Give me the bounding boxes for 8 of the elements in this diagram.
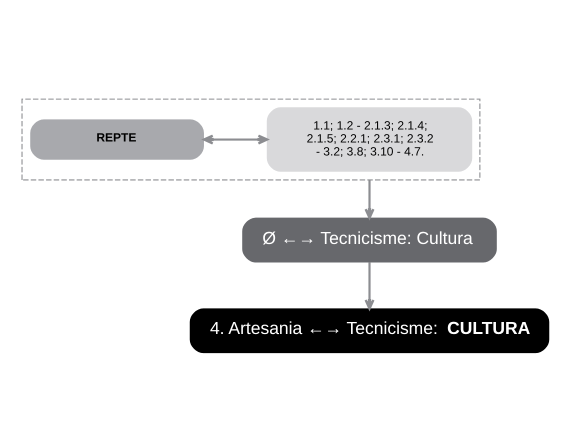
arrow	[364, 262, 375, 310]
node-box: 1.1; 1.2 - 2.1.3; 2.1.4; 2.1.5; 2.2.1; 2.3.1; 2.3.2 - 3.2; 3.8; 3.10 - 4.7.	[266, 107, 472, 172]
cluster	[21, 98, 480, 181]
node-box: REPTE	[30, 119, 204, 160]
arrow	[202, 134, 268, 145]
arrow	[364, 180, 375, 220]
node-box: Ø ←→ Tecnicisme: Cultura	[242, 218, 497, 262]
node-box: 4. Artesania ←→ Tecnicisme: CULTURA	[190, 308, 550, 354]
